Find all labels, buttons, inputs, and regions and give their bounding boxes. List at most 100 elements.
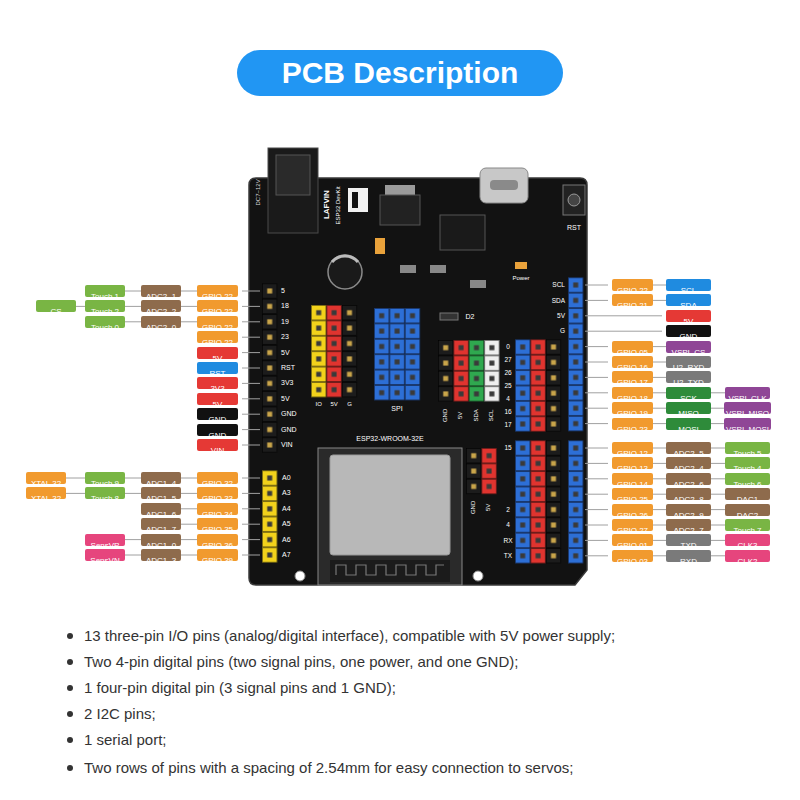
pin-tag: Touch 8 — [85, 487, 125, 499]
pin-tag: GPIO 17 — [612, 371, 653, 383]
tag-text: CLK2 — [737, 556, 757, 568]
silkscreen-label: 27 — [504, 356, 511, 363]
silkscreen-label: A6 — [282, 536, 291, 544]
tag-text: VIN — [211, 445, 224, 457]
silkscreen-label: 2 — [506, 506, 510, 513]
pin-tag: Touch 4 — [725, 457, 770, 469]
pin-tag: GPIO 22 — [612, 279, 653, 291]
board-shape — [453, 340, 468, 402]
board-shape — [67, 685, 73, 691]
pin-tag: Touch 6 — [725, 473, 770, 485]
silkscreen-label: GND — [442, 408, 449, 421]
tag-connector — [125, 321, 141, 322]
board-shape — [295, 571, 305, 581]
tag-connector — [711, 463, 725, 464]
pin-tag: 5V — [197, 393, 238, 405]
pin-tag: Touch 0 — [85, 316, 125, 328]
silkscreen-label: GND — [281, 410, 297, 418]
tag-connector — [181, 291, 197, 292]
tag-connector — [125, 555, 141, 556]
board-shape — [326, 305, 341, 397]
pin-tag: GPIO 05 — [612, 341, 653, 353]
tag-connector — [711, 448, 725, 449]
pin-tag: Touch 2 — [85, 300, 125, 312]
silkscreen-label: RST — [567, 224, 581, 232]
silkscreen-label: 16 — [504, 408, 511, 415]
pin-tag: GPIO 18 — [612, 387, 653, 399]
silkscreen-label: A7 — [282, 551, 291, 559]
board-shape — [318, 448, 462, 585]
board-shape — [67, 737, 73, 743]
silkscreen-label: 5 — [281, 287, 285, 295]
tag-text: VSPI_MOSI — [726, 424, 769, 436]
silkscreen-label: RX — [503, 537, 512, 544]
pin-tag: GPIO 39 — [197, 549, 238, 561]
silkscreen-label: LAFVIN — [321, 191, 330, 220]
pin-tag: ADC2_7 — [666, 519, 711, 531]
silkscreen-label: 5V — [486, 503, 493, 510]
pin-tag: MOSI — [666, 418, 711, 430]
silkscreen-label: ESP32 DevKit — [335, 186, 342, 224]
board-shape — [330, 455, 450, 555]
pin-tag: CS — [36, 300, 76, 312]
tag-connector — [653, 494, 666, 495]
board-shape — [374, 308, 420, 400]
board-shape — [440, 215, 485, 250]
silkscreen-label: SPI — [391, 405, 402, 413]
board-shape — [311, 305, 326, 397]
board-shape — [332, 256, 358, 262]
tag-connector — [66, 493, 85, 494]
silkscreen-label: A0 — [282, 474, 291, 482]
tag-connector — [181, 524, 197, 525]
tag-connector — [653, 525, 666, 526]
pin-tag: VSPI_CS — [666, 341, 711, 353]
silkscreen-label: A4 — [282, 505, 291, 513]
board-shape — [568, 440, 583, 563]
silkscreen-label: 25 — [504, 382, 511, 389]
tag-text: GPIO 23 — [617, 424, 648, 436]
feature-text: 2 I2C pins; — [84, 705, 156, 722]
board-shape — [470, 280, 486, 288]
silkscreen-label: TX — [504, 552, 512, 559]
pin-tag: 5V — [197, 347, 238, 359]
pin-tag: GPIO 22 — [197, 331, 238, 343]
silkscreen-label: G — [347, 401, 352, 408]
tag-connector — [181, 478, 197, 479]
pin-tag: VIN — [197, 439, 238, 451]
tag-text: SensVN — [90, 555, 119, 567]
pin-tag: U2_TXD — [666, 371, 711, 383]
feature-text: 1 serial port; — [84, 731, 167, 748]
pin-tag: GPIO 33 — [197, 487, 238, 499]
tag-text: RXD — [680, 556, 697, 568]
tag-connector — [181, 555, 197, 556]
tag-connector — [711, 408, 724, 409]
silkscreen-label: 17 — [504, 421, 511, 428]
pin-tag: ADC2_9 — [666, 504, 711, 516]
tag-connector — [711, 494, 725, 495]
tag-connector — [711, 525, 725, 526]
tag-text: XTAL 32 — [31, 493, 61, 505]
pin-tag: GPIO 13 — [612, 457, 653, 469]
pin-tag: GPIO 03 — [612, 550, 653, 562]
tag-connector — [711, 540, 725, 541]
board-shape — [480, 168, 528, 203]
board-shape — [466, 448, 481, 494]
board-shape — [67, 659, 73, 665]
pin-tag: GPIO 22 — [197, 300, 238, 312]
leader-lines — [242, 285, 662, 556]
pin-tag: GND — [197, 408, 238, 420]
silkscreen-label: SDA — [552, 297, 565, 304]
board-shape — [515, 440, 530, 563]
board-shape — [262, 283, 277, 452]
title-text: PCB Description — [282, 50, 519, 96]
pin-tag: GPIO 32 — [197, 472, 238, 484]
tag-connector — [181, 321, 197, 322]
silkscreen-label: VIN — [281, 441, 293, 449]
tag-text: MOSI — [678, 424, 698, 436]
silkscreen-label: SCL — [552, 281, 565, 288]
pin-tag: GPIO 19 — [612, 402, 653, 414]
board-shape — [546, 440, 561, 563]
pin-tag: ADC1_6 — [141, 503, 181, 515]
